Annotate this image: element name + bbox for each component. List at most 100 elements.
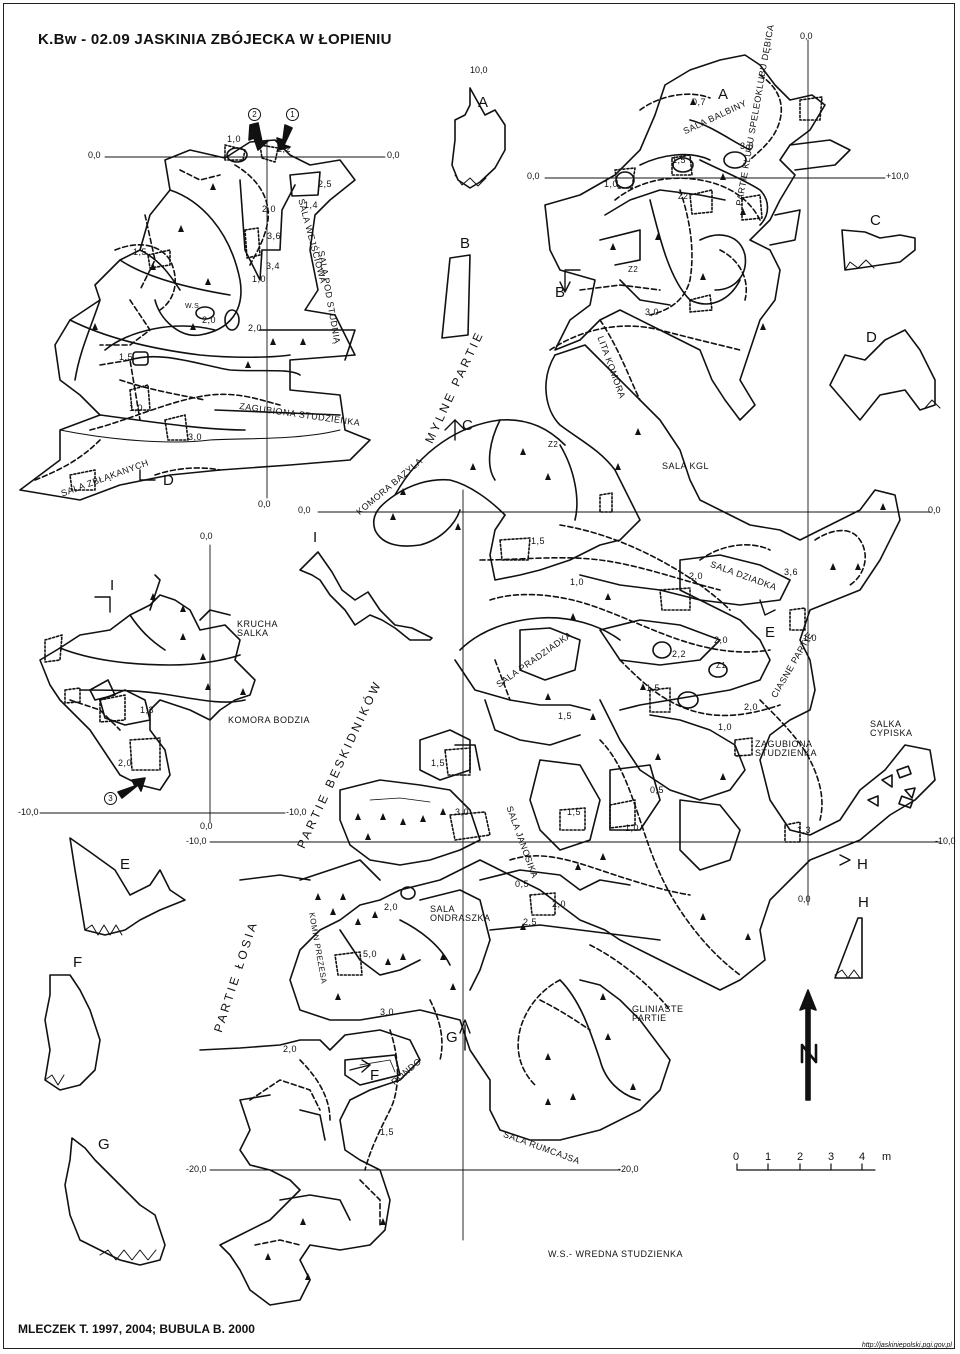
- depth-value: 2,0: [118, 758, 133, 768]
- depth-value: 2,0: [202, 315, 217, 325]
- depth-value: 3,4: [266, 261, 281, 271]
- depth-value: 3,6: [267, 231, 282, 241]
- z-marker: Z1: [716, 661, 727, 670]
- cave-outline-northwest: [19, 139, 371, 501]
- z-marker: Z2: [678, 192, 689, 201]
- section-label: F: [73, 954, 83, 971]
- section-label: H: [857, 856, 868, 873]
- depth-value: 1,3: [140, 705, 155, 715]
- depth-value: 1,0: [625, 823, 640, 833]
- section-label: D: [866, 329, 877, 346]
- coord-label: -10,0: [186, 836, 207, 846]
- chamber-label: KRUCHA SALKA: [237, 619, 278, 638]
- depth-value: 1,5: [531, 536, 546, 546]
- section-label: H: [858, 894, 869, 911]
- depth-value: 2,0: [552, 899, 567, 909]
- depth-value: 3,0: [645, 307, 660, 317]
- scale-tick-label: 4: [859, 1151, 866, 1163]
- section-label: E: [120, 856, 131, 873]
- depth-value: 1,5: [567, 807, 582, 817]
- coord-label: -20,0: [618, 1164, 639, 1174]
- depth-value: 2,0: [714, 635, 729, 645]
- coord-label: -20,0: [186, 1164, 207, 1174]
- depth-value: 1,4: [304, 200, 319, 210]
- entrance-number: 1: [286, 108, 299, 121]
- cave-outline-southwest: [199, 1029, 421, 1306]
- depth-value: 2,0: [744, 702, 759, 712]
- depth-value: 1,5: [133, 247, 148, 257]
- coord-label: 0,0: [798, 894, 811, 904]
- depth-value: 1,0: [803, 633, 818, 643]
- coord-label: -10,0: [18, 807, 39, 817]
- chamber-label: W.S.: [185, 303, 202, 310]
- coord-label: -10,0: [286, 807, 307, 817]
- section-label: G: [446, 1029, 458, 1046]
- depth-value: 2,2: [277, 144, 292, 154]
- section-label: A: [478, 94, 489, 111]
- depth-value: 1,0: [129, 403, 144, 413]
- section-label: I: [313, 529, 318, 546]
- section-label: D: [163, 472, 174, 489]
- coord-label: -10,0: [935, 836, 956, 846]
- chamber-label: ZAGUBIONA STUDZIENKA: [755, 739, 818, 758]
- chamber-label: GLINIASTE PARTIE: [632, 1004, 684, 1023]
- depth-value: 1,0: [604, 179, 619, 189]
- section-markers: [94, 269, 851, 1073]
- scale-tick-label: 2: [797, 1151, 804, 1163]
- section-label: C: [462, 417, 473, 434]
- depth-value: 1,5: [119, 352, 134, 362]
- map-title: K.Bw - 02.09 JASKINIA ZBÓJECKA W ŁOPIENI…: [38, 31, 392, 48]
- depth-value: 2,0: [689, 571, 704, 581]
- coord-label: 0,0: [527, 171, 540, 181]
- depth-value: 1,5: [380, 1127, 395, 1137]
- section-label: I: [110, 577, 115, 594]
- depth-value: 3,6: [784, 567, 799, 577]
- section-label: F: [370, 1067, 380, 1084]
- chamber-label: SALA KGL: [662, 461, 710, 471]
- section-label: B: [555, 284, 566, 301]
- z-marker: Z2: [548, 440, 559, 449]
- authors-credit: MLECZEK T. 1997, 2004; BUBULA B. 2000: [18, 1322, 255, 1336]
- coord-label: 0,0: [200, 821, 213, 831]
- coord-label: 0,0: [800, 31, 813, 41]
- scale-tick-label: 1: [765, 1151, 772, 1163]
- section-label: C: [870, 212, 881, 229]
- depth-value: 5,0: [363, 949, 378, 959]
- depth-value: 1,5: [431, 758, 446, 768]
- depth-value: 3,0: [455, 807, 470, 817]
- depth-value: 2,2: [672, 649, 687, 659]
- chamber-label: SALKA CYPISKA: [870, 719, 913, 738]
- coord-label: 0,0: [387, 150, 400, 160]
- depth-value: 3,0: [740, 141, 755, 151]
- source-url[interactable]: http://jaskiniepolski.pgi.gov.pl: [861, 1342, 952, 1349]
- depth-value: 2,0: [262, 204, 277, 214]
- scale-unit: m: [882, 1151, 892, 1163]
- section-label: E: [765, 624, 776, 641]
- depth-value: 1,0: [252, 274, 267, 284]
- entrance-number: 2: [248, 108, 261, 121]
- coord-label: 0,0: [200, 531, 213, 541]
- depth-value: 1,0: [227, 134, 242, 144]
- section-label: G: [98, 1136, 110, 1153]
- coord-label: +10,0: [886, 171, 909, 181]
- depth-value: 3,0: [188, 432, 203, 442]
- cave-outline-northeast: [544, 54, 851, 421]
- cave-outline-west: [39, 574, 256, 791]
- depth-value: 2,0: [248, 323, 263, 333]
- depth-value: 0,5: [515, 879, 530, 889]
- depth-value: 3,0: [380, 1007, 395, 1017]
- coord-label: 0,0: [298, 505, 311, 515]
- depth-value: 1,5: [558, 711, 573, 721]
- depth-value: 2,5: [318, 179, 333, 189]
- depth-value: 0,7: [692, 97, 707, 107]
- depth-value: 1,5: [646, 683, 661, 693]
- north-arrow: [799, 989, 818, 1101]
- coord-label: 0,0: [928, 505, 941, 515]
- scale-bar: [736, 1163, 876, 1171]
- depth-value: 1,0: [718, 722, 733, 732]
- legend-note: W.S.- WREDNA STUDZIENKA: [548, 1249, 684, 1259]
- depth-value: 2,0: [283, 1044, 298, 1054]
- section-label: B: [460, 235, 471, 252]
- scale-tick-label: 0: [733, 1151, 740, 1163]
